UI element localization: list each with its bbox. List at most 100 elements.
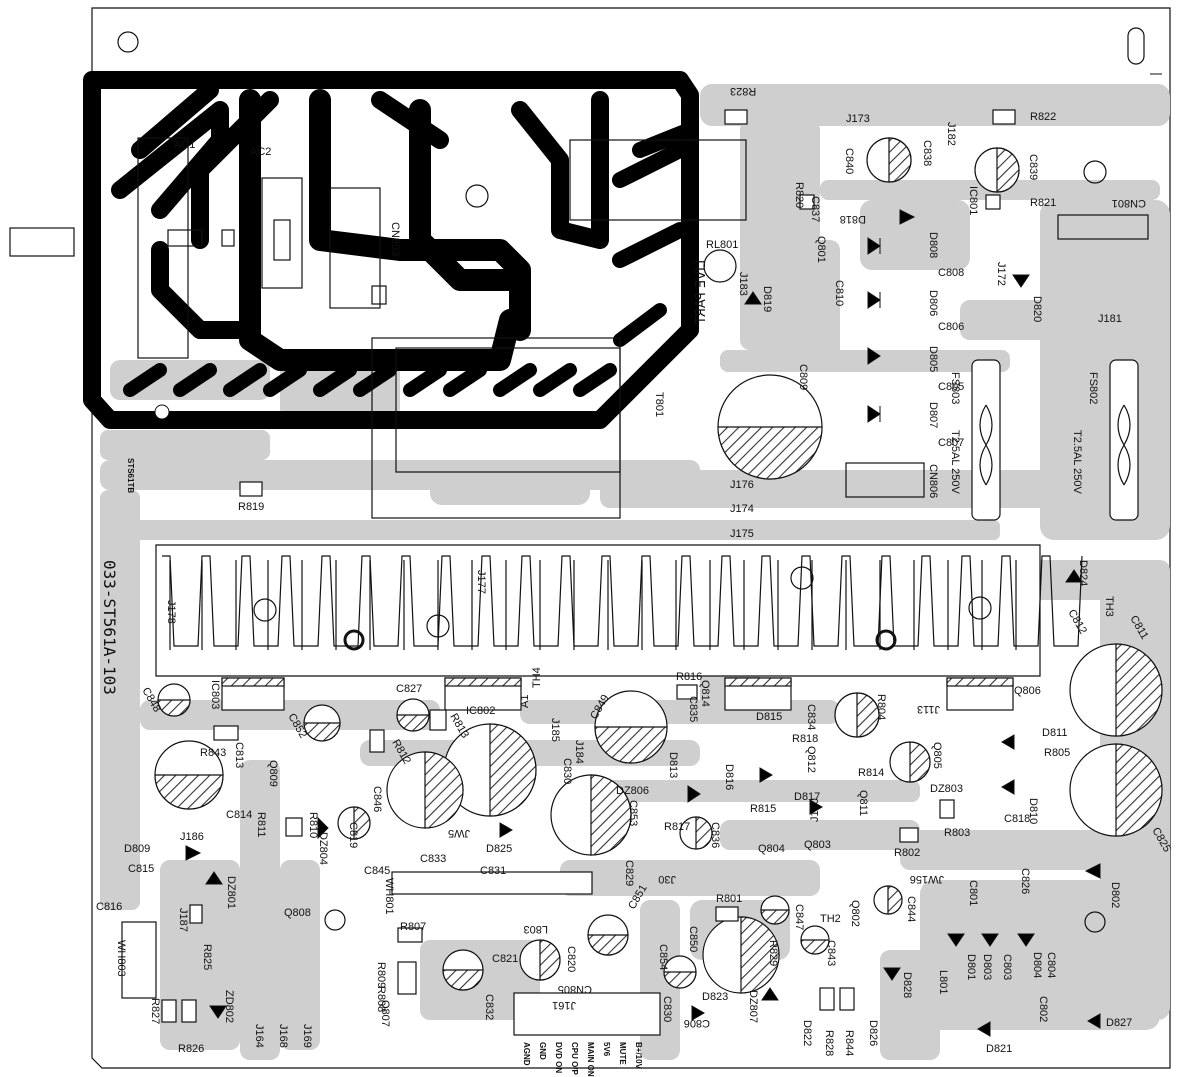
label-c819: C819 — [347, 822, 359, 848]
label-q803: Q803 — [804, 839, 831, 851]
label-ic802: IC802 — [466, 705, 495, 717]
label-d816: D816 — [723, 764, 735, 790]
label-r816: R816 — [676, 671, 702, 683]
label-dz804: DZ804 — [317, 832, 329, 865]
label-d820: D820 — [1031, 296, 1043, 322]
label-c850: C850 — [687, 926, 699, 952]
label-j177: J177 — [475, 570, 487, 594]
label-wh801: WH801 — [383, 878, 395, 915]
label-d809: D809 — [124, 843, 150, 855]
label-r808: R808 — [375, 986, 387, 1012]
label-q806: Q806 — [1014, 685, 1041, 697]
label-c813: C813 — [233, 742, 245, 768]
label-q808: Q808 — [284, 907, 311, 919]
label-fs802: FS802 — [1087, 372, 1099, 404]
label-j182: J182 — [945, 122, 957, 146]
cn805-pin-2: GND — [538, 1042, 547, 1060]
fuses — [971, 359, 1139, 521]
label-cn806: CN806 — [927, 464, 939, 498]
label-fuse-rating-2: T2.5AL 250V — [1071, 430, 1083, 494]
label-j181: J181 — [1098, 313, 1122, 325]
component-outlines — [121, 109, 1149, 1036]
cn805-pin-4: CPU O/P — [570, 1042, 579, 1076]
board-stamp: STS61TB — [126, 458, 135, 493]
label-j178: J178 — [165, 600, 177, 624]
label-r827: R827 — [149, 998, 161, 1024]
label-j161: J161 — [552, 999, 576, 1011]
label-r804: R804 — [875, 694, 887, 720]
label-j184: J184 — [573, 740, 585, 764]
label-d803: D803 — [981, 954, 993, 980]
label-r810: R810 — [307, 812, 319, 838]
label-c806b: C806 — [684, 1017, 710, 1029]
label-r802: R802 — [894, 847, 920, 859]
label-c830b: C830 — [661, 996, 673, 1022]
label-c821: C821 — [492, 953, 518, 965]
label-c832: C832 — [483, 994, 495, 1020]
high-voltage-copper — [83, 71, 699, 429]
component-labels: AC1 AC2 CN803 RL801 LIVE PART T801 R823 … — [96, 85, 1173, 1056]
label-ic803: IC803 — [209, 680, 221, 709]
label-th2: TH2 — [820, 913, 841, 925]
label-j187: J187 — [177, 908, 189, 932]
label-dz807: DZ807 — [747, 990, 759, 1023]
label-j174: J174 — [730, 503, 754, 515]
label-c838: C838 — [921, 140, 933, 166]
label-j183: J183 — [737, 272, 749, 296]
label-th3: TH3 — [1103, 596, 1115, 617]
label-c844: C844 — [905, 896, 917, 922]
power-cord — [9, 227, 75, 257]
label-cn803: CN803 — [389, 222, 401, 256]
label-d810: D810 — [1027, 798, 1039, 824]
label-r807: R807 — [400, 921, 426, 933]
label-c854: C854 — [657, 944, 669, 970]
label-d818: D818 — [840, 213, 866, 225]
label-d824: D824 — [1077, 560, 1089, 586]
label-r814: R814 — [858, 767, 884, 779]
label-q804: Q804 — [758, 843, 785, 855]
cn805-pin-6: 5V6 — [602, 1042, 611, 1057]
label-r826: R826 — [178, 1043, 204, 1055]
label-d811: D811 — [1042, 727, 1067, 739]
label-c814: C814 — [226, 809, 252, 821]
label-d819: D819 — [761, 286, 773, 312]
label-d805: D805 — [927, 346, 939, 372]
label-r818: R818 — [792, 733, 818, 745]
label-t801: T801 — [653, 392, 665, 417]
label-c845: C845 — [364, 865, 390, 877]
label-c812: C812 — [1065, 608, 1089, 637]
label-c853: C853 — [627, 800, 639, 826]
label-j113: J113 — [917, 703, 940, 715]
label-d801: D801 — [965, 954, 977, 980]
label-c809: C809 — [797, 364, 809, 390]
label-d804: D804 — [1031, 952, 1043, 978]
label-j168: J168 — [277, 1024, 289, 1048]
label-r829: R829 — [767, 940, 779, 966]
label-c834: C834 — [805, 704, 817, 730]
label-j175: J175 — [730, 528, 754, 540]
label-d817: D817 — [794, 791, 820, 803]
label-q812: Q812 — [805, 746, 817, 773]
label-r843: R843 — [200, 747, 226, 759]
label-r828: R828 — [823, 1030, 835, 1056]
label-d825: D825 — [486, 843, 512, 855]
label-jw5: JW5 — [448, 827, 470, 839]
label-r811: R811 — [255, 812, 267, 837]
label-j176: J176 — [730, 479, 754, 491]
label-r844: R844 — [843, 1030, 855, 1056]
label-c802: C802 — [1037, 996, 1049, 1022]
label-c820: C820 — [565, 946, 577, 972]
label-c829: C829 — [623, 860, 635, 886]
label-d813: D813 — [667, 752, 679, 778]
label-dz801: DZ801 — [225, 876, 237, 909]
label-c839: C839 — [1027, 154, 1039, 180]
label-j170: J170 — [809, 798, 821, 822]
live-part-text: LIVE PART — [694, 260, 709, 324]
label-c843: C843 — [825, 940, 837, 966]
label-c847: C847 — [793, 904, 805, 930]
label-j185: J185 — [549, 718, 561, 742]
label-c833: C833 — [420, 853, 446, 865]
label-q802: Q802 — [849, 900, 861, 927]
cn805-pin-labels: AGND GND DVD ON CPU O/P MAIN ON 5V6 MUTE… — [522, 1042, 643, 1077]
